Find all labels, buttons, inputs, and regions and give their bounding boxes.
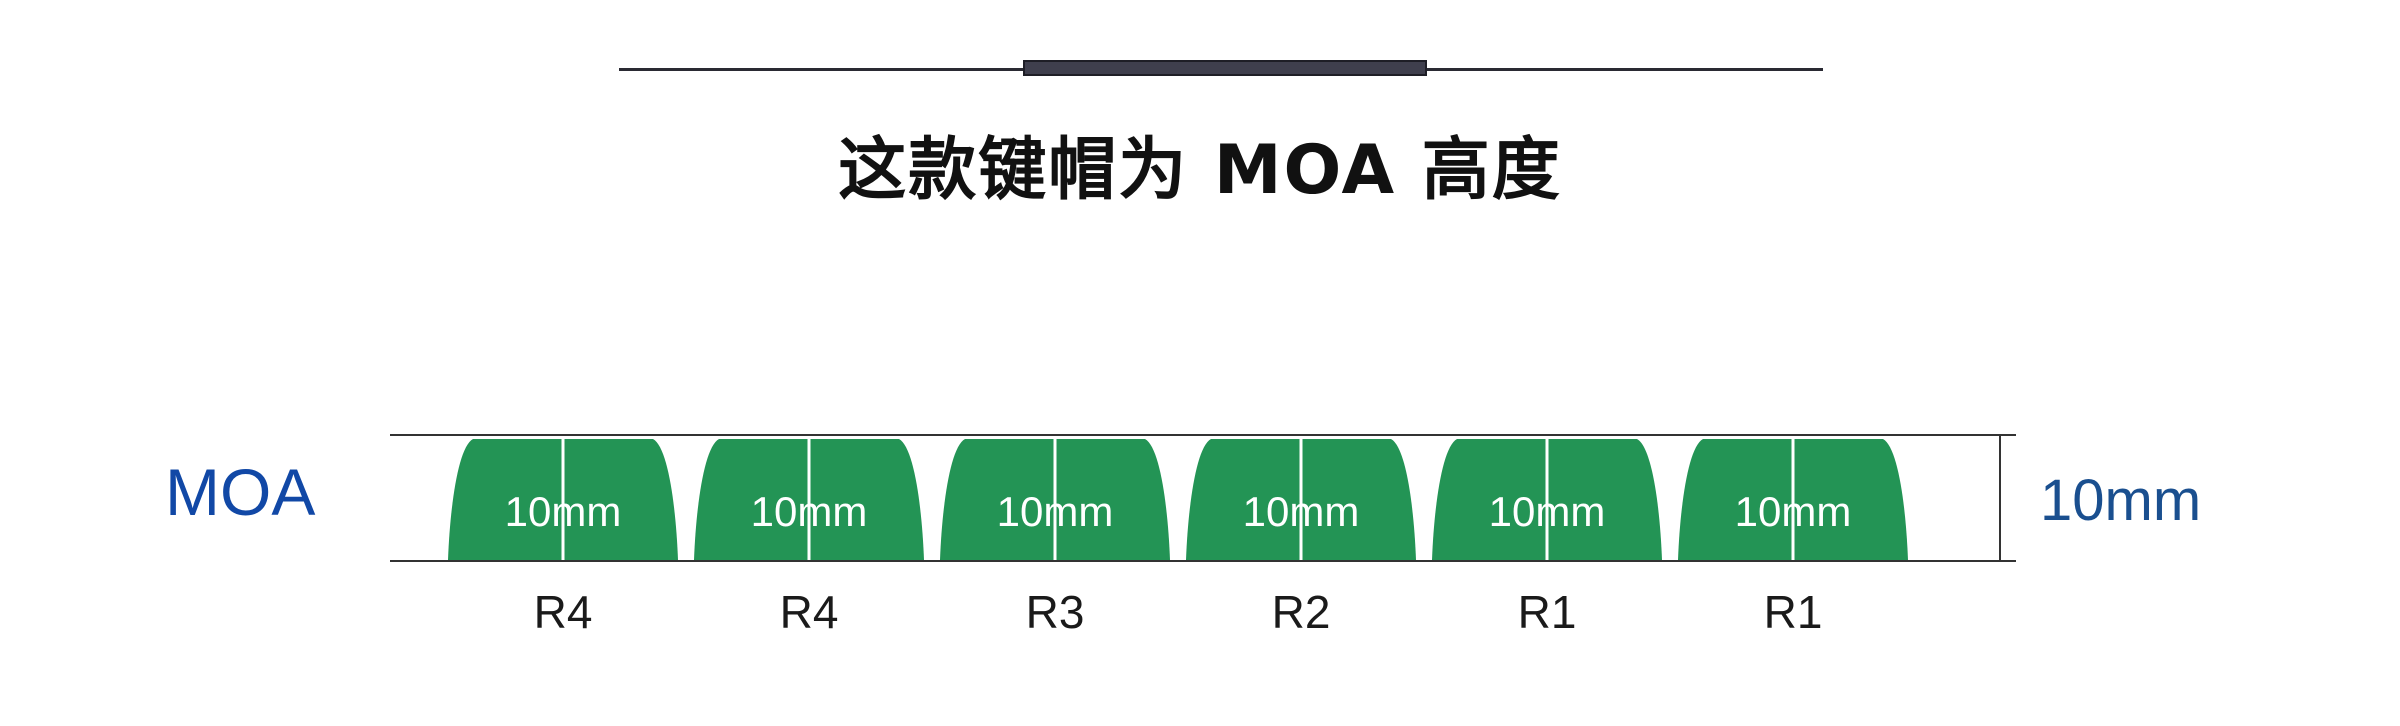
keycap-height-label: 10mm: [1488, 488, 1606, 535]
dimension-label: 10mm: [2040, 468, 2202, 533]
height-guide-bottom: [390, 560, 2016, 562]
dimension-tick: [1999, 434, 2001, 562]
keycap-height-label: 10mm: [504, 488, 622, 535]
keycap-height-label: 10mm: [1734, 488, 1852, 535]
row-label: R1: [1763, 586, 1823, 638]
row-label: R4: [533, 586, 593, 638]
keycap: 10mm: [694, 437, 924, 560]
keycap: 10mm: [940, 437, 1170, 560]
page-title: 这款键帽为 MOA 高度: [838, 131, 1562, 210]
keycap-height-label: 10mm: [750, 488, 868, 535]
keycap-height-label: 10mm: [1242, 488, 1360, 535]
keycap-shape: [1432, 439, 1662, 560]
keycap: 10mm: [448, 437, 678, 560]
keycap-shape: [940, 439, 1170, 560]
keycap: 10mm: [1678, 437, 1908, 560]
keycap-shape: [448, 439, 678, 560]
row-label: R3: [1025, 586, 1085, 638]
keycap: 10mm: [1432, 437, 1662, 560]
keycap: 10mm: [1186, 437, 1416, 560]
keycap-height-label: 10mm: [996, 488, 1114, 535]
keycap-shape: [694, 439, 924, 560]
keycap-shape: [1678, 439, 1908, 560]
profile-label: MOA: [165, 455, 316, 529]
height-guide-top: [390, 434, 2016, 436]
keycap-shape: [1186, 439, 1416, 560]
title-divider-bar: [1023, 60, 1427, 76]
row-label: R1: [1517, 586, 1577, 638]
row-label: R4: [779, 586, 839, 638]
row-label: R2: [1271, 586, 1331, 638]
